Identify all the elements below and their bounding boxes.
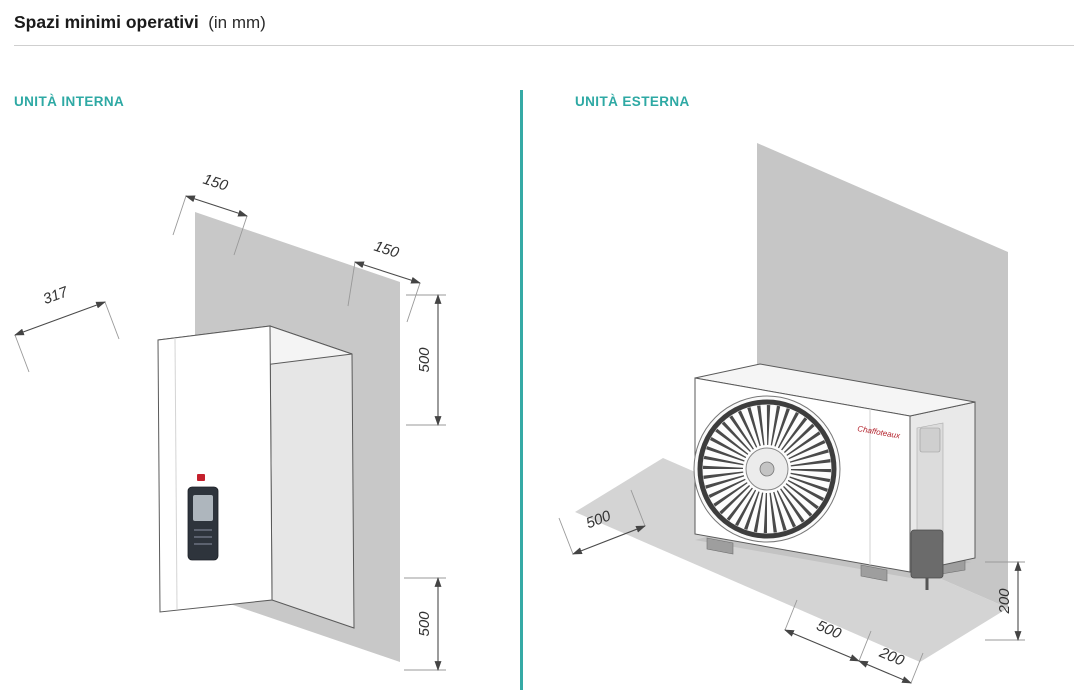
dim-right-lower-500: 500 (404, 577, 446, 671)
dim-label-top-right-150: 150 (372, 238, 402, 262)
indoor-unit-side-face (269, 325, 355, 629)
heading-unita-interna: UNITÀ INTERNA (14, 94, 125, 109)
indoor-unit (157, 325, 355, 629)
dim-label-right-lower-500: 500 (416, 611, 433, 637)
dim-label-top-left-150: 150 (201, 171, 231, 195)
outdoor-unit-diagram: Chaffoteaux 500 200 (558, 143, 1025, 684)
side-handle (919, 427, 941, 453)
dim-top-left-150: 150 (172, 171, 248, 256)
dim-right-200: 200 (985, 561, 1025, 641)
indoor-unit-front-face (157, 325, 273, 613)
dim-depth-317: 317 (14, 283, 120, 373)
fan-blades (703, 405, 831, 533)
indoor-unit-diagram: 150 150 317 500 500 (14, 171, 446, 671)
indoor-control-panel (187, 486, 219, 561)
dim-label-depth-317: 317 (41, 283, 71, 308)
side-panel-details (910, 422, 944, 590)
hydraulic-connection-box (910, 529, 944, 579)
outdoor-floor (575, 458, 1008, 662)
header-rule (14, 45, 1074, 46)
dim-right-upper-500: 500 (406, 294, 446, 426)
dim-label-right-upper-500: 500 (416, 347, 433, 373)
indoor-display (193, 495, 213, 521)
fan-outer-ring (697, 399, 837, 539)
panel-divider (520, 90, 523, 690)
outdoor-unit: Chaffoteaux (693, 363, 976, 590)
brand-mark (197, 474, 205, 481)
heading-unita-esterna: UNITÀ ESTERNA (575, 94, 690, 109)
title-text: Spazi minimi operativi (14, 12, 199, 32)
title-unit-note: (in mm) (208, 13, 266, 32)
page-title: Spazi minimi operativi (in mm) (14, 12, 266, 33)
indoor-unit-door-seam (174, 337, 178, 610)
fan-grille (693, 395, 841, 543)
dim-label-right-200: 200 (996, 588, 1013, 615)
